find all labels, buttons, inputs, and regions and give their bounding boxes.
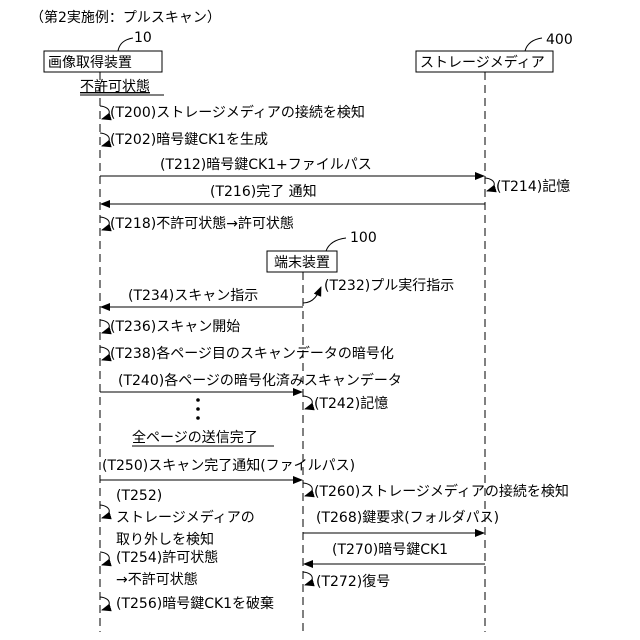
t236-label: (T236)スキャン開始 [110,319,240,335]
t242-label: (T242)記憶 [314,395,388,412]
t238-self-arrow [100,347,109,360]
device-ref-leader [118,38,133,51]
t268-label: (T268)鍵要求(フォルダパス) [316,510,499,526]
t232-label: (T232)プル実行指示 [324,278,454,294]
t270-label: (T270)暗号鍵CK1 [332,542,448,558]
t216-label: (T216)完了 通知 [210,183,317,200]
diagram-title: （第2実施例：プルスキャン） [30,9,221,26]
t202-label: (T202)暗号鍵CK1を生成 [110,132,268,148]
t236-self-arrow [100,320,109,333]
t260-label: (T260)ストレージメディアの接続を検知 [314,483,569,500]
continuation-dots [196,398,200,420]
storage-ref: 400 [546,32,573,48]
t260-self-arrow [303,483,312,496]
t214-self-arrow [485,178,494,191]
device-ref: 10 [134,30,152,46]
t254-self-arrow [100,552,109,565]
t254-label-line2: →不許可状態 [116,572,198,588]
t252-label-line3: 取り外しを検知 [116,531,214,548]
t200-self-arrow [100,106,109,119]
storage-ref-leader [525,38,542,51]
t218-label: (T218)不許可状態→許可状態 [110,216,294,232]
storage-label: ストレージメディア [420,54,545,71]
t242-self-arrow [303,396,312,409]
device-entity: 画像取得装置 10 [44,30,162,72]
t250-label: (T250)スキャン完了通知(ファイルパス) [102,457,355,474]
t256-self-arrow [100,597,109,610]
terminal-label: 端末装置 [274,255,330,271]
t234-label: (T234)スキャン指示 [128,288,258,304]
storage-entity: ストレージメディア 400 [416,32,573,72]
terminal-ref: 100 [350,230,377,246]
t254-label-line1: (T254)許可状態 [116,550,218,566]
all-sent-state-label: 全ページの送信完了 [132,429,258,446]
terminal-ref-leader [326,238,346,251]
t202-self-arrow [100,133,109,146]
t218-self-arrow [100,217,109,230]
t252-self-arrow [100,505,109,518]
t212-label: (T212)暗号鍵CK1+ファイルパス [160,157,372,173]
device-label: 画像取得装置 [48,54,132,71]
t252-label-line1: (T252) [116,488,162,504]
t252-label-line2: ストレージメディアの [116,509,255,526]
t214-label: (T214)記憶 [496,178,570,195]
t272-self-arrow [303,572,312,585]
initial-state-label: 不許可状態 [80,79,150,95]
t272-label: (T272)復号 [316,573,390,590]
t200-label: (T200)ストレージメディアの接続を検知 [110,104,365,121]
terminal-entity: 端末装置 100 [267,230,377,272]
t232-self-arrow [303,287,321,303]
t256-label: (T256)暗号鍵CK1を破棄 [116,596,274,612]
t238-label: (T238)各ページ目のスキャンデータの暗号化 [110,345,394,362]
t240-label: (T240)各ページの暗号化済みスキャンデータ [118,372,402,389]
